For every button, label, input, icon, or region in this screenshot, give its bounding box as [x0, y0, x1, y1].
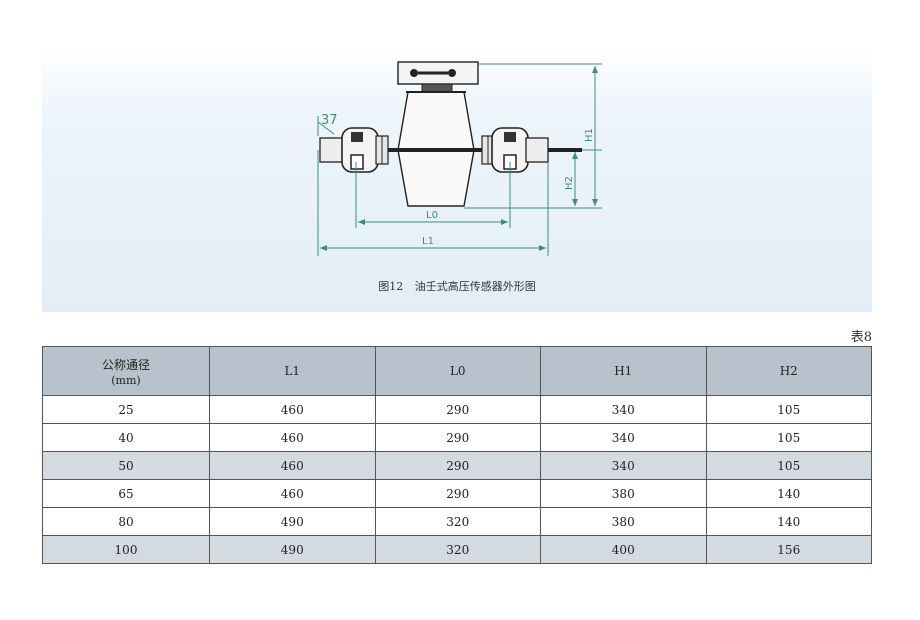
- table-cell: 460: [209, 451, 376, 480]
- header-unit: (mm): [111, 373, 141, 387]
- table-cell: 340: [540, 395, 707, 424]
- header-h1: H1: [540, 346, 707, 396]
- table-cell: 105: [705, 395, 872, 424]
- table-cell: 460: [209, 395, 376, 424]
- dim-label-h2: H2: [564, 176, 575, 190]
- table-cell: 340: [540, 451, 707, 480]
- sensor-drawing: 37 L0 L1 H1 H2: [317, 61, 602, 256]
- table-cell: 140: [705, 479, 872, 508]
- header-l0: L0: [374, 346, 541, 396]
- table-cell: 400: [540, 535, 707, 564]
- caption-number: 图12: [378, 280, 404, 293]
- table-header-row: 公称通径 (mm) L1 L0 H1 H2: [42, 346, 872, 396]
- header-h2: H2: [705, 346, 872, 396]
- table-cell: 320: [374, 507, 541, 536]
- table-cell: 340: [540, 423, 707, 452]
- table-label: 表8: [850, 330, 872, 345]
- figure-caption: 图12 油壬式高压传感器外形图: [42, 278, 872, 294]
- header-main-text: 公称通径: [101, 357, 150, 372]
- junction-box: [397, 61, 479, 93]
- table-cell: 290: [374, 479, 541, 508]
- table-cell: 105: [705, 451, 872, 480]
- dim-label-h1: H1: [584, 128, 595, 142]
- table-cell: 50: [42, 451, 210, 480]
- header-nominal-diameter: 公称通径 (mm): [42, 346, 210, 396]
- angle-label: 37: [321, 113, 338, 128]
- table-cell: 105: [705, 423, 872, 452]
- table-cell: 460: [209, 423, 376, 452]
- table-cell: 490: [209, 535, 376, 564]
- left-union: [319, 127, 389, 173]
- right-union: [481, 127, 549, 173]
- table-cell: 25: [42, 395, 210, 424]
- table-cell: 490: [209, 507, 376, 536]
- table-cell: 380: [540, 507, 707, 536]
- header-l1: L1: [209, 346, 376, 396]
- table-cell: 156: [705, 535, 872, 564]
- table-cell: 290: [374, 395, 541, 424]
- table-cell: 320: [374, 535, 541, 564]
- dimension-arrows: [320, 66, 598, 251]
- caption-text: 油壬式高压传感器外形图: [414, 280, 536, 293]
- table-cell: 100: [42, 535, 210, 564]
- table-cell: 290: [374, 423, 541, 452]
- dim-label-l1: L1: [422, 236, 434, 247]
- dim-label-l0: L0: [426, 210, 438, 221]
- figure-panel: 37 L0 L1 H1 H2 图12 油壬式高压传感器外形图: [42, 50, 872, 312]
- table-cell: 40: [42, 423, 210, 452]
- table-cell: 290: [374, 451, 541, 480]
- table-cell: 380: [540, 479, 707, 508]
- table-cell: 460: [209, 479, 376, 508]
- table-cell: 65: [42, 479, 210, 508]
- dimension-lines: [317, 63, 602, 256]
- table-cell: 140: [705, 507, 872, 536]
- table-cell: 80: [42, 507, 210, 536]
